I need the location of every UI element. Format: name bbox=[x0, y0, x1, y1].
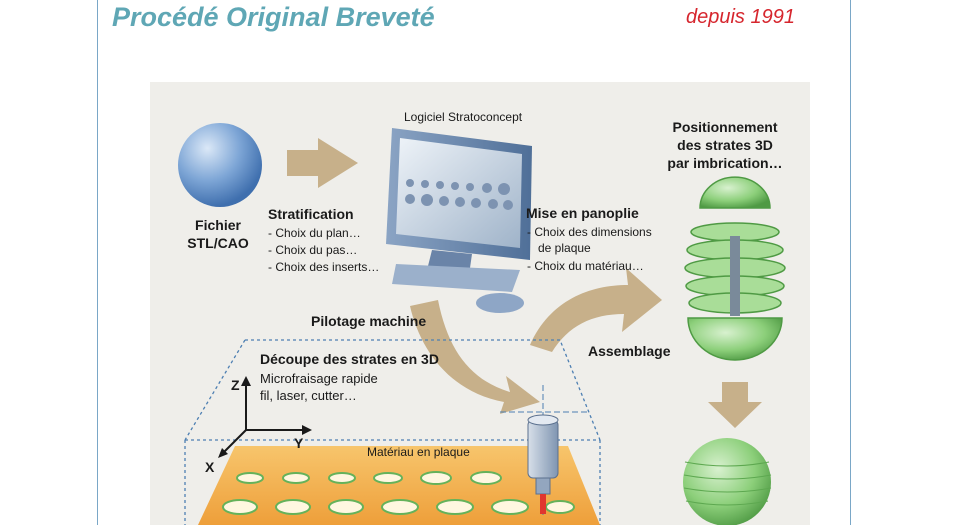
axis-x-label: X bbox=[205, 459, 215, 475]
panoply-item: - Choix du matériau… bbox=[527, 259, 644, 273]
axis-z-label: Z bbox=[231, 377, 240, 393]
monitor-icon bbox=[386, 128, 532, 292]
arrow-down-curve-icon bbox=[410, 300, 540, 414]
cutting-volume-box bbox=[184, 339, 601, 525]
since-label: depuis 1991 bbox=[686, 6, 795, 28]
panoply-item: de plaque bbox=[538, 241, 591, 255]
software-label: Logiciel Stratoconcept bbox=[404, 110, 523, 124]
stratification-item: - Choix des inserts… bbox=[268, 260, 379, 274]
axis-y-label: Y bbox=[294, 435, 304, 451]
arrow-up-curve-icon bbox=[530, 268, 662, 352]
page-title: Procédé Original Breveté bbox=[112, 2, 435, 32]
stratification-title: Stratification bbox=[268, 206, 354, 222]
positioning-line3: par imbrication… bbox=[667, 155, 782, 171]
plate-cutouts bbox=[222, 471, 575, 515]
stl-sphere bbox=[178, 123, 262, 207]
arrow-down-icon bbox=[708, 382, 762, 428]
cutting-line1: Microfraisage rapide bbox=[260, 371, 378, 386]
positioning-line2: des strates 3D bbox=[677, 137, 773, 153]
milling-tool-icon bbox=[500, 385, 590, 515]
file-label-line1: Fichier bbox=[195, 217, 241, 233]
panoply-title: Mise en panoplie bbox=[526, 205, 639, 221]
file-label-line2: STL/CAO bbox=[187, 235, 249, 251]
stratification-item: - Choix du plan… bbox=[268, 226, 361, 240]
cutting-line2: fil, laser, cutter… bbox=[260, 388, 357, 403]
mouse-icon bbox=[476, 293, 524, 313]
arrow-right-icon bbox=[287, 138, 358, 188]
piloting-label: Pilotage machine bbox=[311, 313, 426, 329]
positioning-line1: Positionnement bbox=[672, 119, 777, 135]
panoply-item: - Choix des dimensions bbox=[527, 225, 652, 239]
frame-left-border bbox=[97, 0, 98, 525]
material-label: Matériau en plaque bbox=[367, 445, 470, 459]
exploded-strata-icon bbox=[684, 176, 786, 361]
cutting-title: Découpe des strates en 3D bbox=[260, 351, 439, 367]
stratification-item: - Choix du pas… bbox=[268, 243, 357, 257]
axis-indicator bbox=[218, 376, 312, 458]
assembled-sphere-icon bbox=[683, 438, 772, 525]
frame-right-border bbox=[850, 0, 851, 525]
assembly-label: Assemblage bbox=[588, 343, 671, 359]
